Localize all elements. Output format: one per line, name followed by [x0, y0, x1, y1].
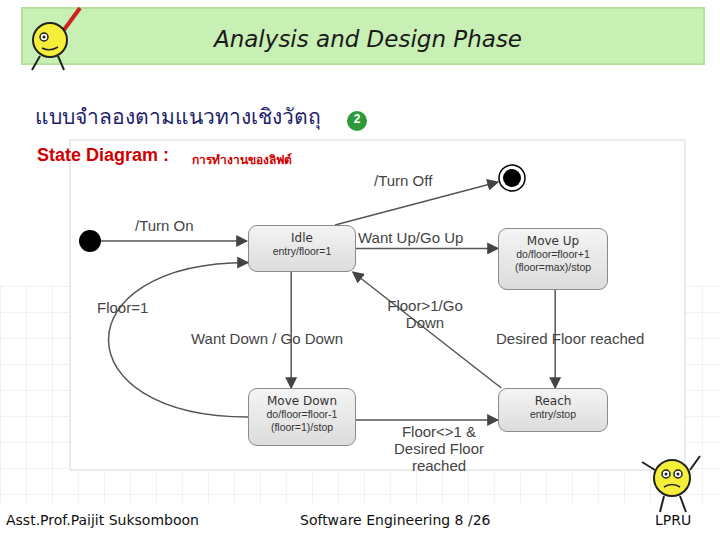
transition-label: Floor<>1 & Desired Floor reached — [383, 423, 495, 474]
state-name: Move Up — [503, 234, 603, 248]
cartoon-figure — [642, 456, 700, 512]
transition-label: Want Down / Go Down — [191, 330, 381, 347]
transition-label: Floor=1 — [97, 299, 177, 316]
footer-course: Software Engineering 8 /26 — [300, 512, 491, 528]
transition-arrow — [356, 248, 498, 250]
final-state-ring — [499, 165, 525, 191]
final-state — [503, 169, 521, 187]
turn-on-arrow — [101, 240, 247, 242]
diagram-heading: State Diagram : — [37, 145, 169, 166]
state-name: Idle — [253, 231, 351, 245]
slide-title: Analysis and Design Phase — [0, 26, 720, 52]
state-action: entry/stop — [503, 408, 603, 421]
transition-label: /Turn On — [135, 217, 194, 234]
initial-state — [79, 230, 101, 252]
state-name: Move Down — [253, 394, 351, 408]
state-action: do/floor=floor-1 (floor=1)/stop — [253, 408, 351, 433]
footer-institution: LPRU — [655, 512, 691, 528]
state-action: do/floor=floor+1 (floor=max)/stop — [503, 248, 603, 273]
transition-arrow — [356, 419, 498, 421]
state-box: Idleentry/floor=1 — [248, 225, 356, 272]
diagram-heading-thai: การทำงานของลิฟต์ — [192, 150, 292, 169]
transition-arrow — [353, 272, 502, 388]
callout-circle — [347, 111, 367, 131]
state-action: entry/floor=1 — [253, 245, 351, 258]
transition-label: /Turn Off — [374, 172, 432, 189]
transition-label: Desired Floor reached — [496, 330, 686, 347]
callout-number: 2 — [351, 112, 363, 126]
state-box: Reachentry/stop — [498, 388, 608, 432]
cartoon-figure — [32, 8, 80, 70]
diagram-panel — [70, 140, 685, 470]
state-box: Move Updo/floor=floor+1 (floor=max)/stop — [498, 228, 608, 290]
state-name: Reach — [503, 394, 603, 408]
transition-label: Want Up/Go Up — [358, 229, 498, 246]
transition-label: Floor>1/Go Down — [380, 297, 470, 331]
subtitle: แบบจำลองตามแนวทางเชิงวัตถุ — [35, 100, 321, 133]
footer-author: Asst.Prof.Paijit Suksomboon — [6, 512, 199, 528]
state-box: Move Downdo/floor=floor-1 (floor=1)/stop — [248, 388, 356, 446]
